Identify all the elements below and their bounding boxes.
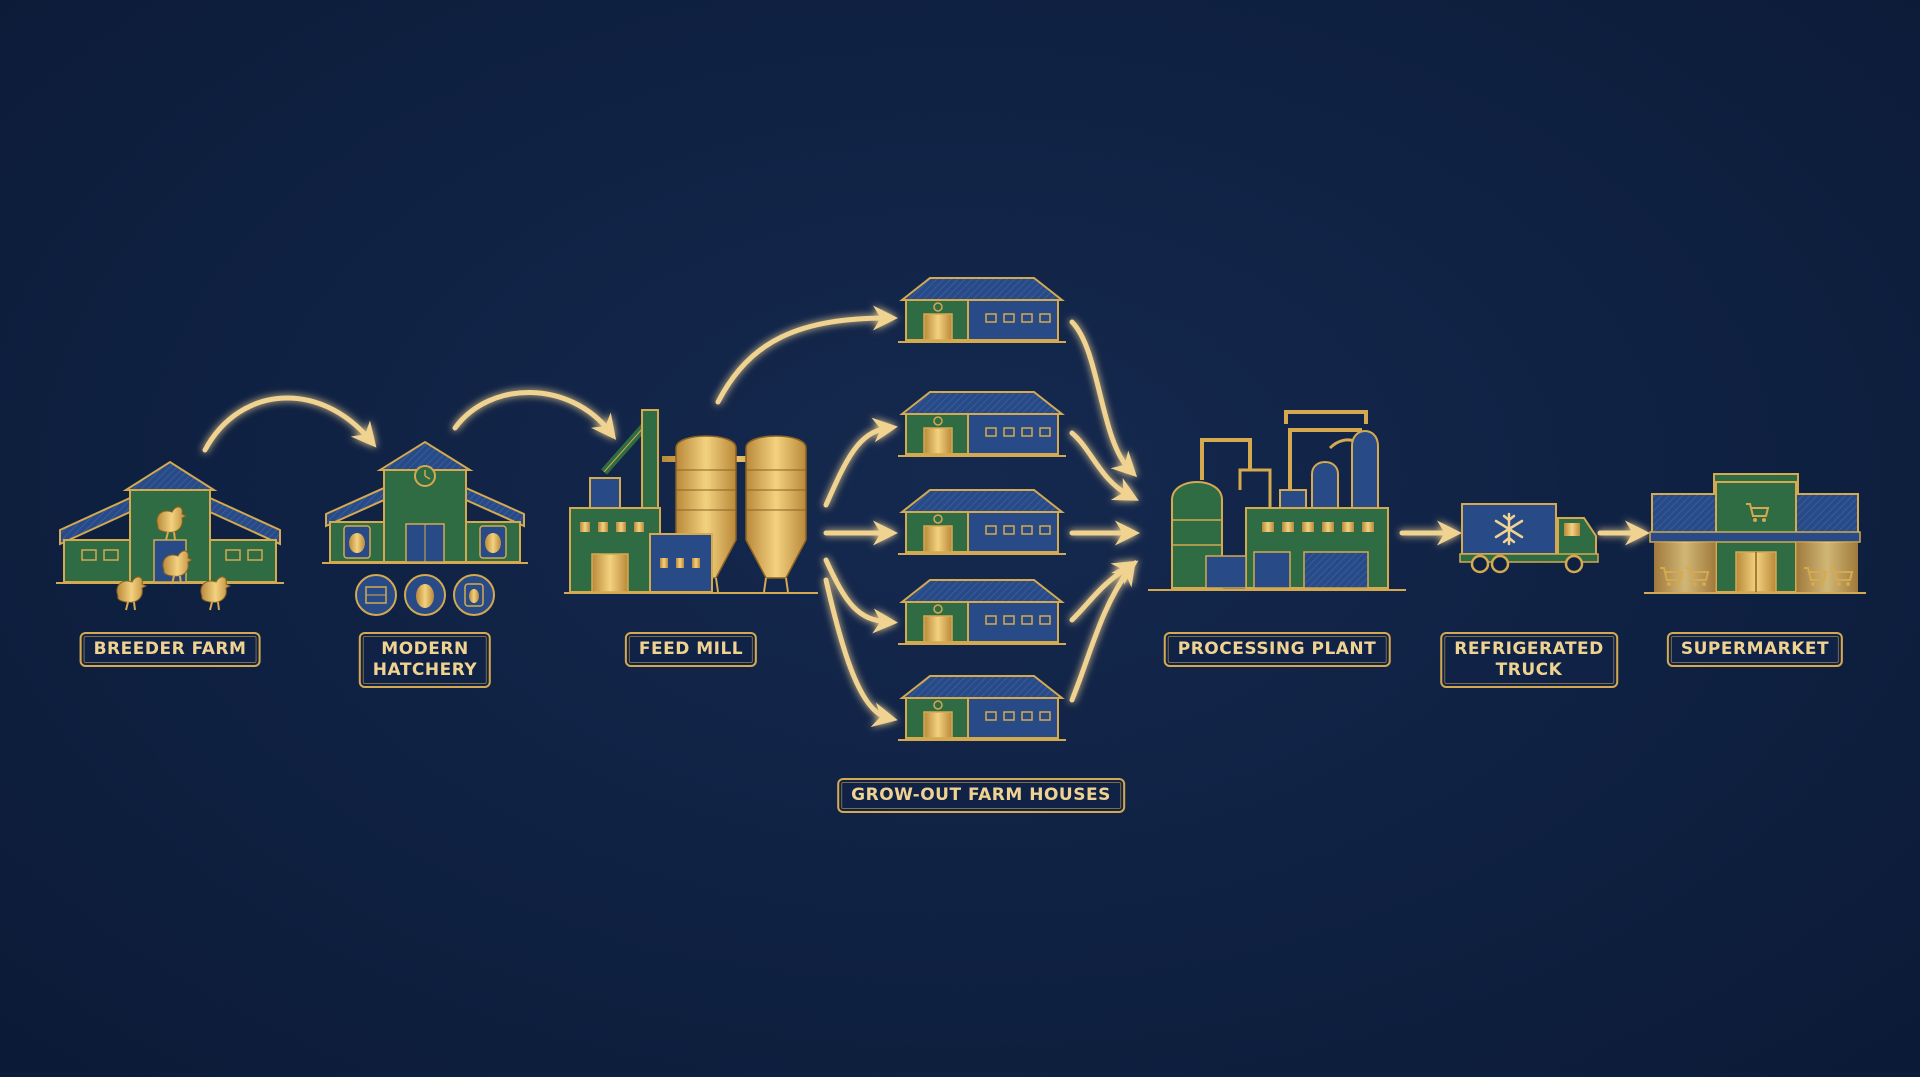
processing-plant-illustration [1148, 410, 1406, 591]
arrow-icon [715, 305, 898, 405]
egg-icon [349, 533, 365, 553]
farm-house-icon [897, 579, 1067, 645]
breeder-farm-illustration [56, 460, 284, 611]
arrow-icon [1069, 559, 1136, 703]
silo-icon [745, 435, 807, 593]
arrow-icon [823, 577, 898, 728]
incubator-icon [453, 574, 495, 616]
supermarket-illustration [1644, 473, 1866, 594]
modern-hatchery-label: MODERN HATCHERY [358, 632, 492, 688]
truck-icon [1459, 503, 1599, 574]
arrow-icon [823, 417, 898, 508]
snowflake-icon [1494, 512, 1524, 546]
grow-out-farm-houses-label: GROW-OUT FARM HOUSES [837, 778, 1125, 813]
egg-icon [404, 574, 446, 616]
store-icon [1644, 473, 1866, 594]
supermarket-label: SUPERMARKET [1666, 632, 1844, 667]
arrow-icon [202, 395, 377, 453]
feed-mill-label: FEED MILL [624, 632, 758, 667]
arrow-icon [1069, 430, 1139, 501]
modern-hatchery-illustration [322, 440, 528, 616]
arrow-icon [1069, 560, 1139, 623]
chicken-icon [115, 575, 147, 611]
factory-icon [1148, 410, 1406, 591]
processing-plant-label: PROCESSING PLANT [1163, 632, 1391, 667]
breeder-farm-label: BREEDER FARM [79, 632, 261, 667]
arrow-icon [823, 557, 898, 634]
farm-house-icon [897, 675, 1067, 741]
arrow-icon [452, 390, 617, 440]
farm-house-icon [897, 391, 1067, 457]
egg-icon [485, 533, 501, 553]
hatchery-icon [322, 440, 528, 564]
feed-mill-illustration [564, 409, 818, 594]
farm-house-icon [897, 489, 1067, 555]
arrow-icon [1069, 319, 1138, 478]
refrigerated-truck-label: REFRIGERATED TRUCK [1440, 632, 1618, 688]
farm-house-icon [897, 277, 1067, 343]
refrigerated-truck-illustration [1459, 503, 1599, 574]
incubator-icon [355, 574, 397, 616]
chicken-icon [199, 575, 231, 611]
grow-out-farm-houses-illustration [897, 277, 1067, 741]
flow-arrows [202, 305, 1650, 728]
